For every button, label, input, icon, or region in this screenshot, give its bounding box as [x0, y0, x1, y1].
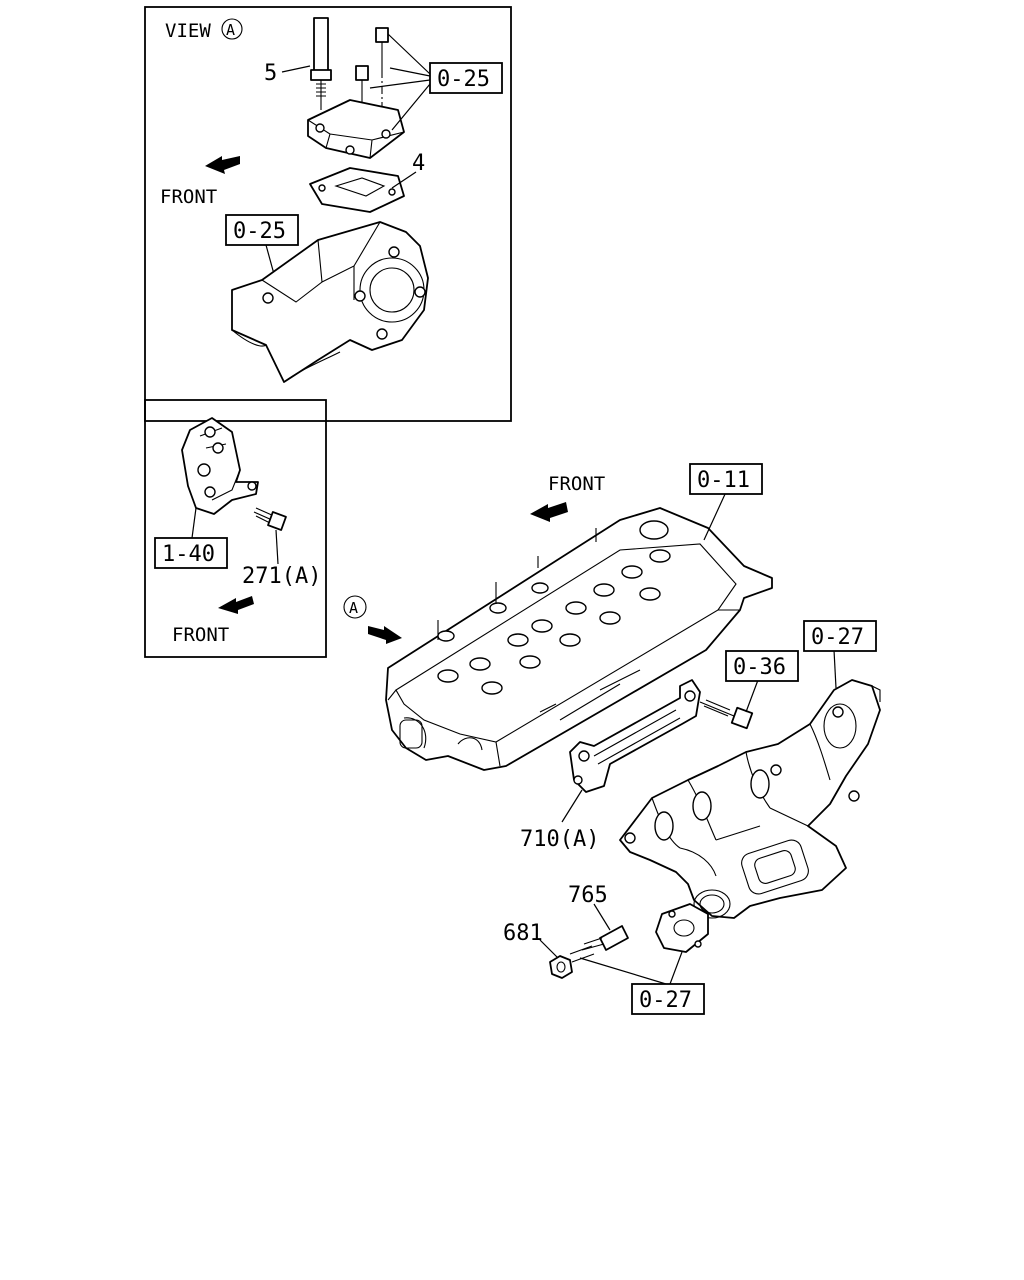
leader-ref-0-27-upper	[833, 649, 837, 689]
view-a-title: VIEW	[165, 20, 211, 42]
ref-box-0-27-lower	[631, 983, 705, 1015]
nut-681-part	[549, 955, 573, 979]
callout-ref-lower: 0-25	[233, 219, 286, 244]
leader-item-5	[281, 65, 311, 73]
leader-item-4	[391, 171, 417, 189]
gasket-part	[309, 167, 405, 213]
callout-ref-1-40: 1-40	[162, 542, 215, 567]
exhaust-manifold-part	[619, 679, 881, 919]
callout-item-5: 5	[264, 61, 277, 86]
front-arrow-icon	[530, 502, 568, 522]
view-a-circle-marker: A	[221, 18, 243, 40]
svg-text:A: A	[226, 21, 235, 39]
bracket-inset: 1-40 271(A) FRONT	[144, 399, 327, 658]
manifold-outlet-detail	[231, 221, 429, 383]
view-a-frame	[144, 6, 512, 422]
leader-ref-0-27-lower	[579, 951, 683, 985]
callout-ref-0-27-upper: 0-27	[811, 625, 864, 650]
callout-item-765: 765	[568, 883, 608, 908]
leader-ref-1-40	[191, 507, 197, 539]
callout-item-4: 4	[412, 151, 425, 176]
outlet-flange-part	[307, 99, 405, 159]
bracket-part	[181, 417, 259, 515]
callout-ref-0-27-lower: 0-27	[639, 988, 692, 1013]
leader-ref-0-36	[745, 679, 759, 713]
front-arrow-icon	[205, 156, 240, 174]
leader-item-271a	[275, 529, 279, 565]
front-label-view-a: FRONT	[160, 186, 217, 208]
leader-item-765	[593, 903, 611, 931]
stud-765-part	[569, 925, 629, 963]
ref-box-0-36	[725, 650, 799, 682]
front-label-main: FRONT	[548, 473, 605, 495]
cylinder-head-part	[385, 507, 773, 771]
leader-plate-710a	[561, 789, 583, 823]
flange-gasket-part	[655, 903, 709, 953]
heat-shield-plate-part	[569, 679, 701, 793]
bracket-frame	[144, 399, 327, 658]
front-arrow-icon	[218, 596, 254, 614]
callout-item-271a: 271(A)	[242, 564, 321, 589]
view-a-inset: VIEW A 5	[144, 6, 512, 422]
callout-item-681: 681	[503, 921, 543, 946]
bracket-bolt-part	[253, 507, 287, 531]
view-marker-a: A	[343, 595, 367, 619]
ref-box-lower	[225, 214, 299, 246]
ref-box-1-40	[154, 537, 228, 569]
svg-text:A: A	[349, 599, 358, 617]
ref-box-0-11	[689, 463, 763, 495]
leader-ref-0-11	[703, 491, 727, 541]
callout-ref-0-36: 0-36	[733, 655, 786, 680]
callout-ref-upper: 0-25	[437, 67, 490, 92]
callout-plate-710a: 710(A)	[520, 827, 599, 852]
callout-ref-0-11: 0-11	[697, 468, 750, 493]
main-assembly: FRONT A	[343, 463, 881, 1015]
manifold-bolt-part	[699, 699, 754, 730]
ref-box-0-27-upper	[803, 620, 877, 652]
front-label-bracket: FRONT	[172, 624, 229, 646]
view-direction-arrow-icon	[368, 626, 402, 644]
leader-item-681	[539, 939, 559, 959]
ref-box-upper	[429, 62, 503, 94]
